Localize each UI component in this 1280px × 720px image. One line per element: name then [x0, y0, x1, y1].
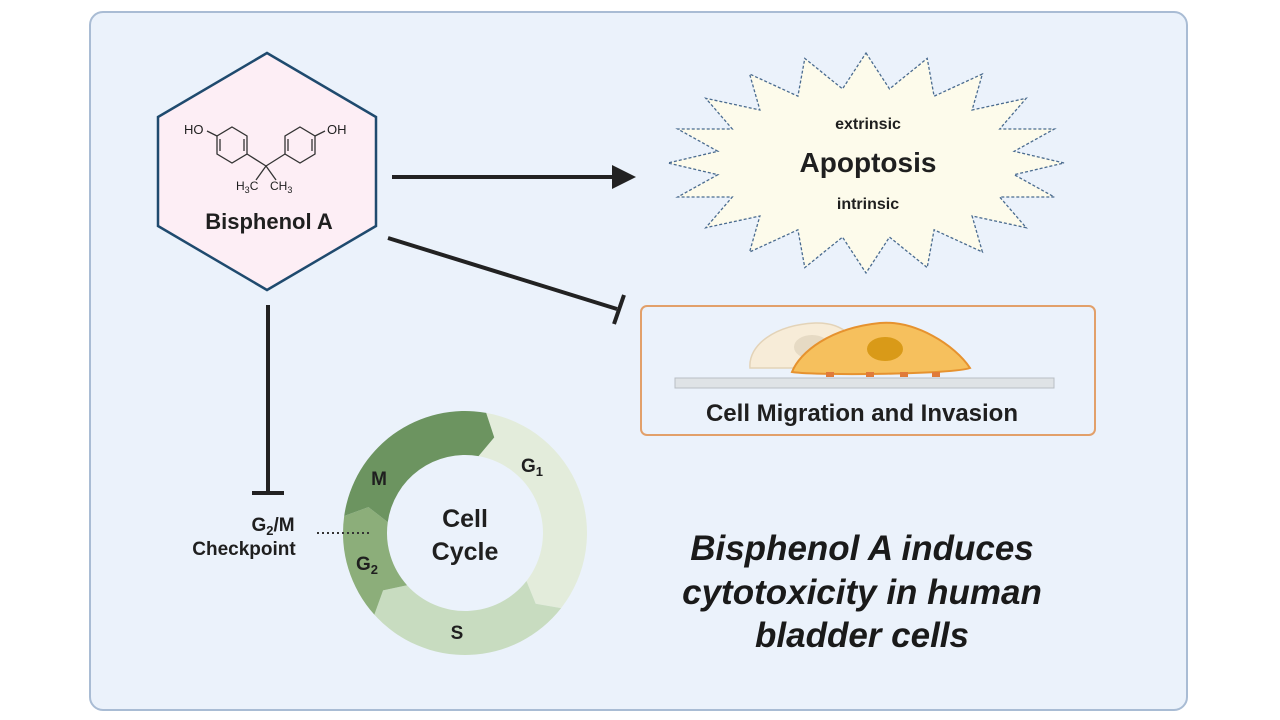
summary-line3: bladder cells	[755, 616, 969, 655]
cell-cycle-line2: Cycle	[432, 538, 499, 566]
bpa-hexagon	[156, 51, 378, 292]
phase-m-label: M	[371, 469, 387, 490]
checkpoint-line1: G2/M	[251, 515, 294, 538]
phase-g1-segment	[478, 412, 587, 609]
phase-m-segment	[344, 410, 495, 523]
cell-cycle-line1: Cell	[442, 505, 488, 533]
phase-g1-label: G1	[521, 456, 543, 479]
summary-line1: Bisphenol A induces	[690, 529, 1034, 568]
apoptosis-starburst	[667, 51, 1065, 275]
migration-node: Cell Migration and Invasion	[640, 305, 1096, 436]
summary-line2: cytotoxicity in human	[682, 573, 1042, 612]
migration-substrate	[674, 377, 1055, 389]
phase-g2-label: G2	[356, 554, 378, 577]
bpa-methyl-left: H3C	[236, 179, 259, 195]
apoptosis-intrinsic: intrinsic	[837, 196, 899, 213]
bpa-oh-label: OH	[327, 122, 347, 137]
apoptosis-extrinsic: extrinsic	[835, 116, 901, 133]
checkpoint-line2: Checkpoint	[192, 539, 296, 560]
arrowhead-icon	[612, 165, 636, 189]
cell-adhesions	[826, 372, 940, 377]
inhibit-migration-line	[387, 236, 618, 311]
phase-s-label: S	[451, 623, 464, 644]
apoptosis-node: extrinsic Apoptosis intrinsic	[667, 51, 1065, 275]
bpa-title: Bisphenol A	[205, 209, 333, 234]
apoptosis-title: Apoptosis	[800, 147, 937, 178]
bpa-structure-icon	[206, 126, 326, 181]
bpa-ho-label: HO	[184, 122, 204, 137]
inhibit-migration-bar	[612, 294, 626, 325]
bpa-methyl-right: CH3	[270, 179, 292, 195]
phase-s-segment	[374, 581, 562, 655]
migrating-nucleus	[867, 337, 903, 361]
bisphenol-a-node: HO OH H3C CH3 Bisphenol A	[156, 51, 378, 292]
cell-cycle-node: Cell Cycle M G1 S G2	[342, 410, 587, 655]
phase-g2-segment	[342, 507, 408, 615]
migration-label: Cell Migration and Invasion	[706, 400, 1018, 427]
